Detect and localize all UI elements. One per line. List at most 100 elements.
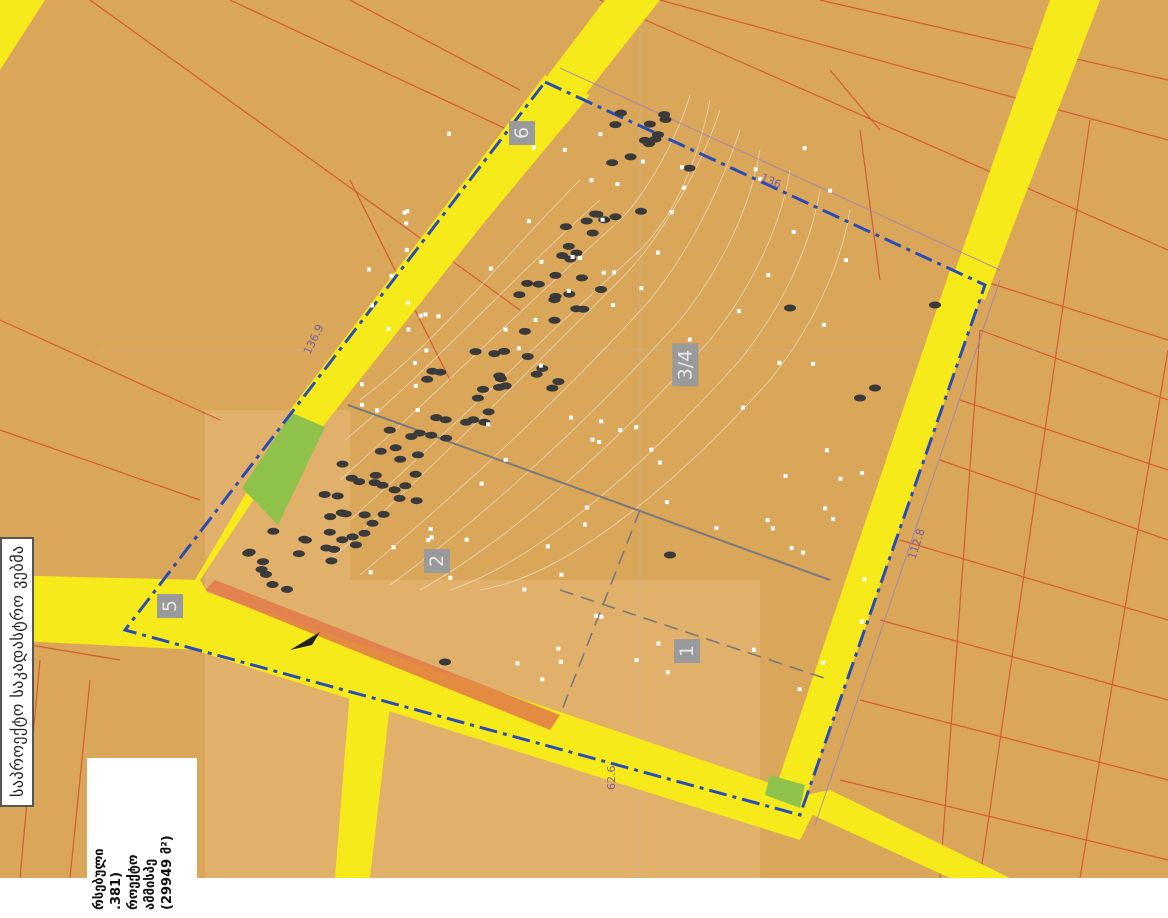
survey-point — [843, 258, 848, 263]
survey-point — [680, 165, 685, 170]
survey-point — [828, 188, 833, 193]
survey-point — [566, 288, 571, 293]
survey-point — [714, 526, 719, 530]
survey-point — [791, 229, 796, 234]
survey-point — [597, 439, 602, 444]
edge-strip — [205, 580, 560, 730]
survey-point — [860, 471, 865, 476]
survey-point — [404, 247, 409, 252]
survey-point — [405, 209, 410, 214]
survey-point — [649, 447, 654, 452]
tree-icon — [421, 375, 434, 383]
survey-point — [562, 147, 567, 152]
survey-point — [657, 460, 662, 465]
survey-point — [765, 518, 770, 523]
map-title-box: საპროექტო საკადასტრო ვებმა — [0, 537, 34, 807]
tree-icon — [242, 549, 255, 557]
tree-icon — [425, 431, 438, 439]
tree-icon — [336, 536, 349, 544]
tree-icon — [358, 529, 371, 537]
tree-icon — [369, 471, 382, 479]
grid-lines — [100, 0, 1168, 878]
tree-icon — [609, 213, 622, 221]
tree-icon — [412, 451, 424, 459]
survey-point — [641, 159, 645, 164]
tree-icon — [575, 274, 588, 282]
survey-point — [413, 361, 417, 365]
tree-icon — [383, 426, 396, 434]
survey-point — [406, 327, 411, 332]
survey-point — [801, 550, 806, 555]
survey-point — [600, 217, 605, 222]
survey-point — [584, 505, 589, 510]
survey-point — [770, 526, 775, 531]
survey-point — [612, 270, 617, 275]
tree-icon — [394, 455, 407, 463]
tree-icon — [649, 135, 662, 143]
parcel-label-3-4: 3/4 — [672, 343, 699, 387]
survey-point — [825, 448, 829, 453]
survey-point — [797, 687, 802, 692]
survey-point — [423, 312, 428, 317]
tree-icon — [521, 279, 534, 287]
tree-icon — [559, 223, 572, 231]
parcel-label-5: 5 — [157, 593, 184, 619]
tree-icon — [546, 384, 559, 392]
survey-point — [569, 415, 574, 420]
tree-icon — [292, 550, 305, 558]
green-areas — [242, 413, 805, 808]
survey-point — [634, 425, 639, 430]
tree-icon — [530, 370, 543, 378]
survey-point — [389, 273, 394, 278]
survey-point — [758, 176, 763, 181]
survey-point — [522, 587, 527, 592]
legend-line: ამმისპე — [143, 858, 158, 910]
survey-point — [777, 360, 782, 365]
survey-point — [360, 402, 365, 407]
survey-point — [611, 303, 616, 307]
tree-icon — [405, 433, 418, 440]
tree-icon — [388, 486, 401, 494]
survey-point — [404, 221, 409, 226]
survey-point — [665, 670, 670, 675]
tree-icon — [518, 327, 531, 335]
survey-point — [402, 210, 407, 215]
tree-icon — [323, 528, 336, 536]
tree-icon — [609, 121, 622, 129]
tree-icon — [393, 494, 406, 502]
survey-point — [859, 619, 864, 624]
survey-point — [783, 474, 788, 478]
tree-icon — [469, 348, 482, 356]
survey-point — [656, 641, 661, 646]
survey-point — [516, 346, 521, 351]
tree-icon — [410, 497, 423, 505]
tree-icon — [513, 291, 526, 299]
tree-icon — [377, 510, 390, 518]
survey-point — [503, 457, 508, 462]
survey-point — [370, 303, 374, 308]
survey-point — [766, 273, 771, 278]
tree-icon — [643, 120, 656, 128]
survey-point — [526, 219, 531, 224]
survey-point — [428, 527, 433, 531]
tree-icon — [869, 384, 881, 392]
survey-point — [669, 210, 674, 215]
tree-icon — [299, 536, 312, 544]
tree-icon — [281, 585, 293, 593]
survey-point — [823, 506, 828, 511]
tree-icon — [532, 280, 545, 288]
legend-box: რსებული .381) როექტო ამმისპე (29949 მ²) — [87, 758, 197, 918]
tree-icon — [549, 292, 562, 300]
survey-point — [736, 309, 741, 314]
tree-icon — [345, 474, 358, 482]
tree-icon — [586, 229, 599, 237]
survey-point — [838, 476, 843, 481]
survey-point — [391, 545, 396, 550]
survey-point — [464, 537, 469, 542]
tree-icon — [389, 444, 402, 452]
tree-icon — [562, 242, 575, 250]
survey-point — [821, 660, 826, 665]
tree-icon — [346, 533, 359, 541]
tree-icon — [498, 347, 511, 355]
survey-point — [386, 327, 391, 331]
